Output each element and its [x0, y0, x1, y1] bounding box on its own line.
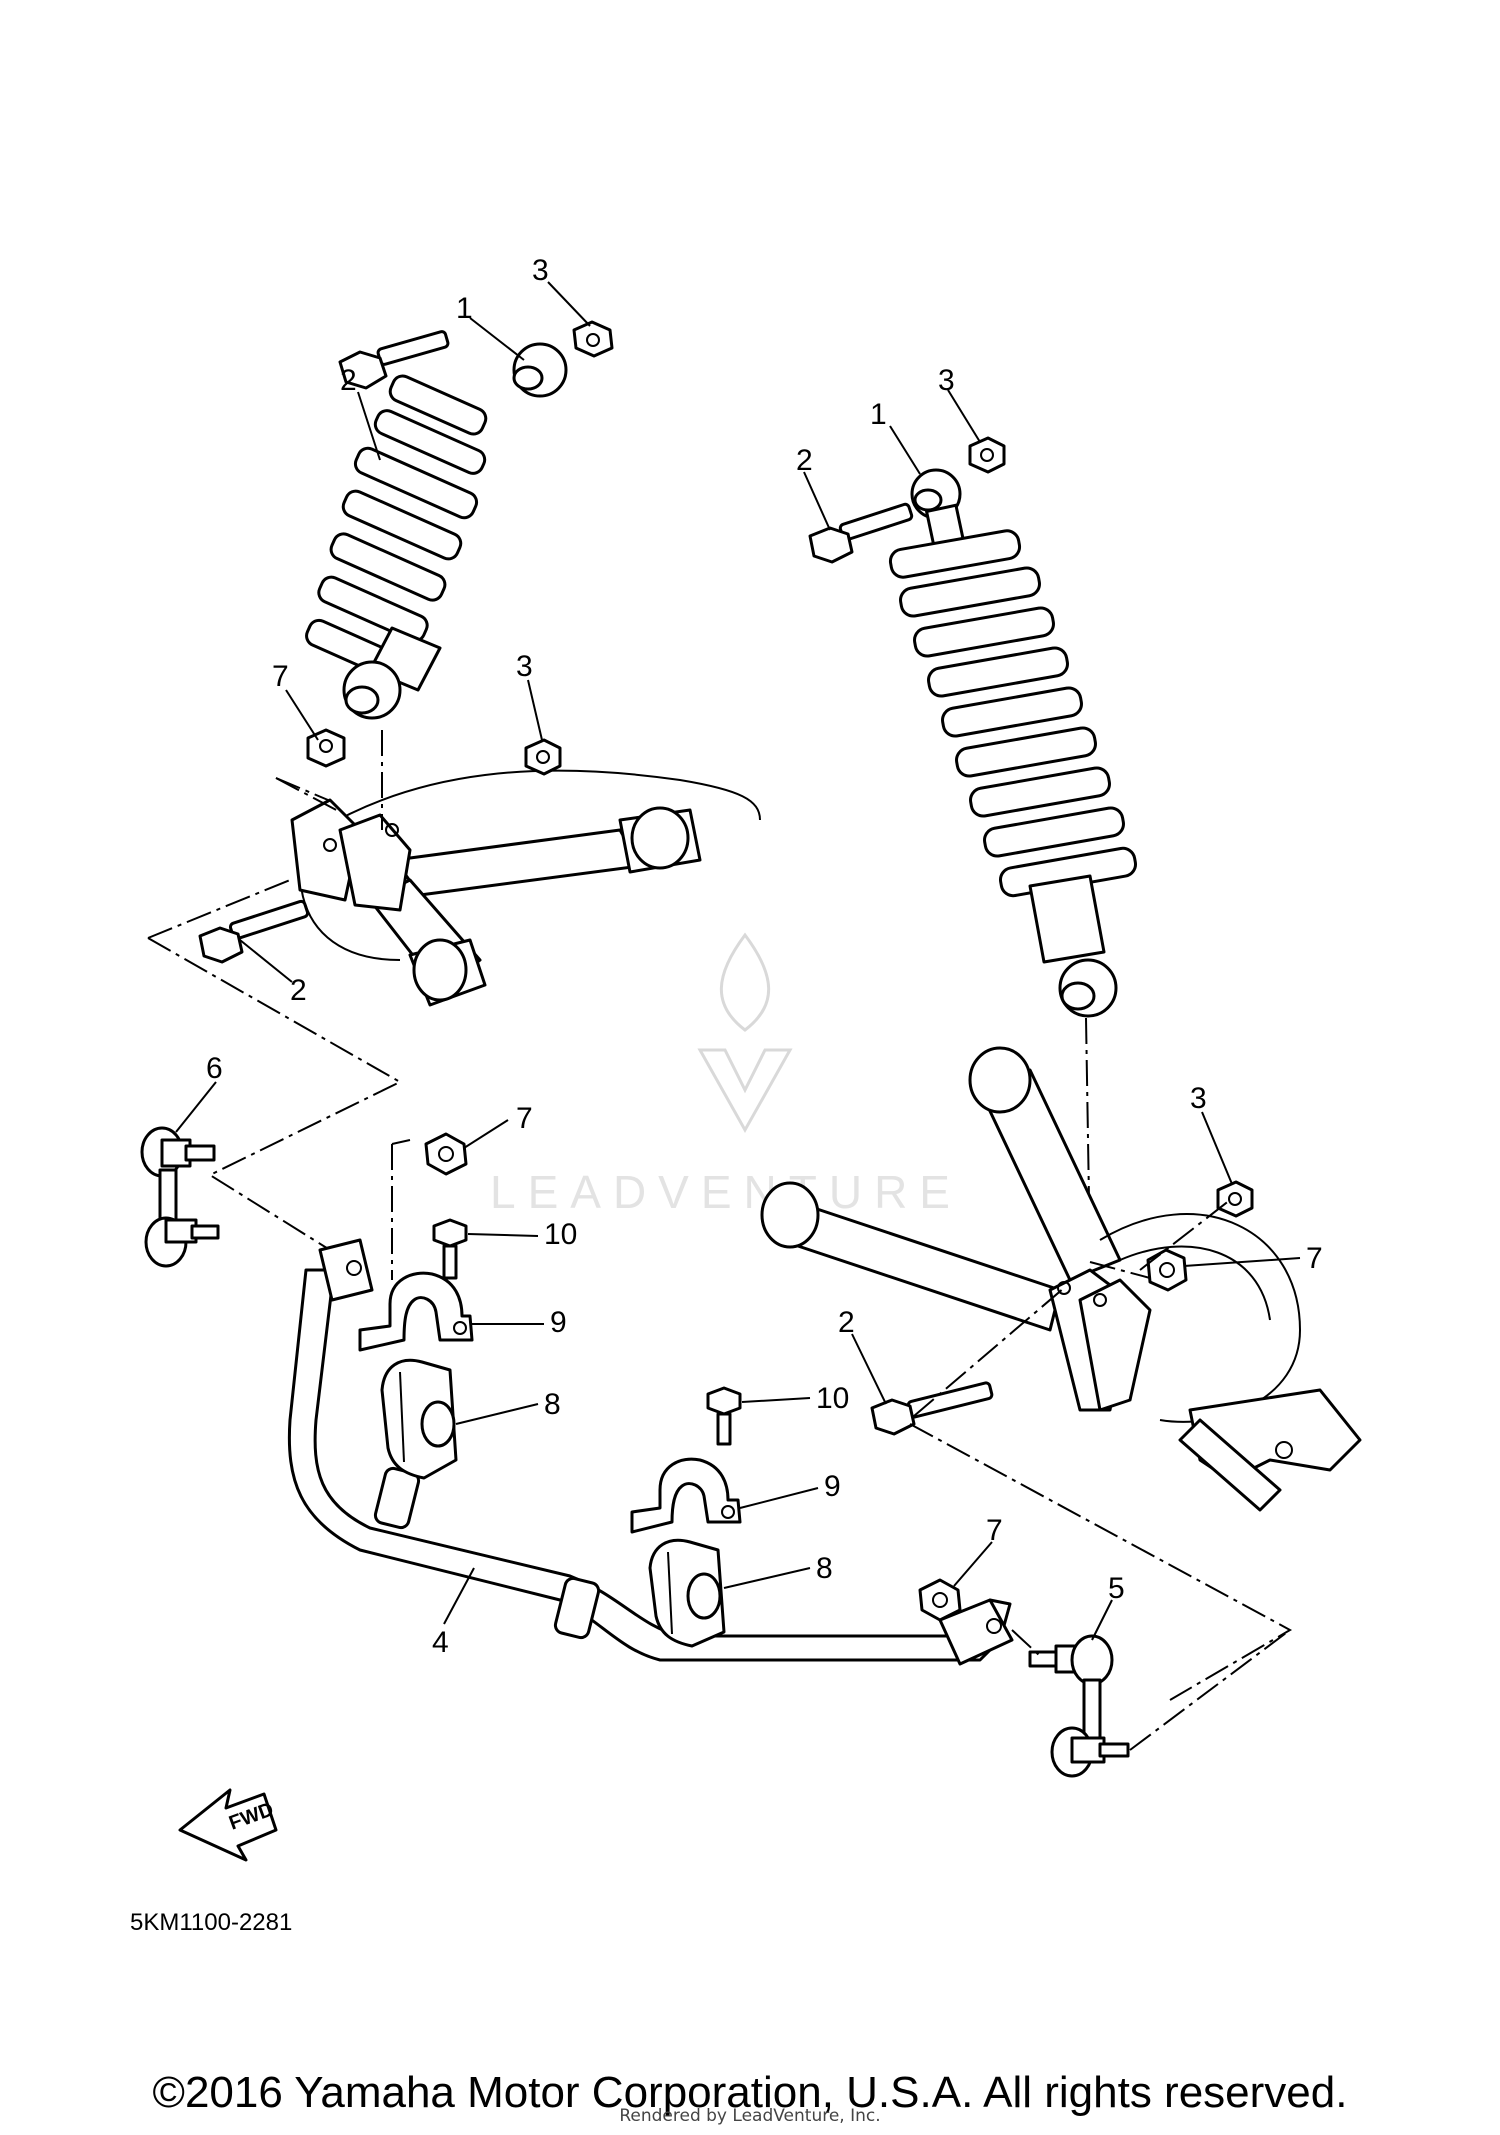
callout-labels: 1 2 3 7 3 2 1 2 3 3 7 2 6 7 10 9 8 10 9 … — [206, 254, 1323, 1659]
shock-absorber-left — [305, 342, 568, 720]
copyright-text: ©2016 Yamaha Motor Corporation, U.S.A. A… — [152, 2068, 1348, 2117]
callout-7: 7 — [516, 1102, 533, 1135]
guide-line — [909, 1423, 1293, 1701]
guide-line — [1139, 1199, 1231, 1271]
guide-line — [1011, 1629, 1041, 1657]
a-arm-right — [760, 1046, 1362, 1512]
bolt-right-upper — [808, 502, 914, 564]
callout-3: 3 — [516, 650, 533, 683]
nut-right-lower-7 — [1146, 1248, 1188, 1292]
stabilizer-bar — [287, 1238, 1014, 1666]
callout-7: 7 — [986, 1514, 1003, 1547]
diagram-code: 5KM1100-2281 — [130, 1909, 292, 1936]
callout-leaders — [175, 281, 1301, 1641]
rendered-by-text: Rendered by LeadVenture, Inc. — [619, 2106, 881, 2126]
callout-1: 1 — [870, 398, 887, 431]
nut-stab-right-7 — [918, 1578, 962, 1622]
callout-8: 8 — [816, 1552, 833, 1585]
bracket-left-9 — [358, 1271, 474, 1352]
guide-line — [147, 937, 403, 1251]
fwd-arrow-icon: FWD — [178, 1788, 278, 1862]
guide-line — [391, 1139, 411, 1145]
watermark-text: LEADVENTURE — [490, 1166, 962, 1218]
guide-line — [1089, 1261, 1151, 1279]
callout-10: 10 — [816, 1382, 849, 1415]
bushing-right-8 — [648, 1538, 726, 1648]
callout-2: 2 — [340, 364, 357, 397]
a-arm-left — [290, 769, 761, 1007]
guide-line — [275, 777, 341, 813]
callout-3: 3 — [938, 364, 955, 397]
stabilizer-link-right — [1028, 1634, 1130, 1778]
callout-6: 6 — [206, 1052, 223, 1085]
nut-left-mid-3 — [524, 738, 562, 776]
bolt-bracket-left-10 — [432, 1218, 468, 1280]
callout-7: 7 — [272, 660, 289, 693]
bracket-right-9 — [630, 1457, 742, 1534]
callout-9: 9 — [550, 1306, 567, 1339]
nut-left-mid-7 — [306, 728, 346, 768]
callout-2: 2 — [838, 1306, 855, 1339]
callout-9: 9 — [824, 1470, 841, 1503]
nut-right-lower-3 — [1216, 1180, 1254, 1218]
callout-8: 8 — [544, 1388, 561, 1421]
guide-line — [1129, 1629, 1291, 1751]
callout-7: 7 — [1306, 1242, 1323, 1275]
bushing-left-8 — [380, 1358, 458, 1480]
callout-4: 4 — [432, 1626, 449, 1659]
nut-right-upper — [968, 436, 1006, 474]
callout-5: 5 — [1108, 1572, 1125, 1605]
bolt-left-lower — [198, 899, 310, 964]
callout-3: 3 — [532, 254, 549, 287]
callout-10: 10 — [544, 1218, 577, 1251]
nut-left-upper — [572, 320, 614, 358]
callout-3: 3 — [1190, 1082, 1207, 1115]
bolt-right-lower — [870, 1381, 994, 1436]
nut-stab-left-7 — [424, 1132, 468, 1176]
callout-1: 1 — [456, 292, 473, 325]
shock-absorber-right — [888, 468, 1137, 1018]
watermark-logo: LEADVENTURE — [490, 932, 962, 1218]
bolt-left-upper — [338, 330, 450, 390]
bolt-bracket-right-10 — [706, 1386, 742, 1446]
guide-line — [913, 1287, 1065, 1417]
callout-2: 2 — [796, 444, 813, 477]
stabilizer-link-left — [140, 1126, 220, 1268]
guide-line — [147, 879, 291, 939]
callout-2: 2 — [290, 974, 307, 1007]
